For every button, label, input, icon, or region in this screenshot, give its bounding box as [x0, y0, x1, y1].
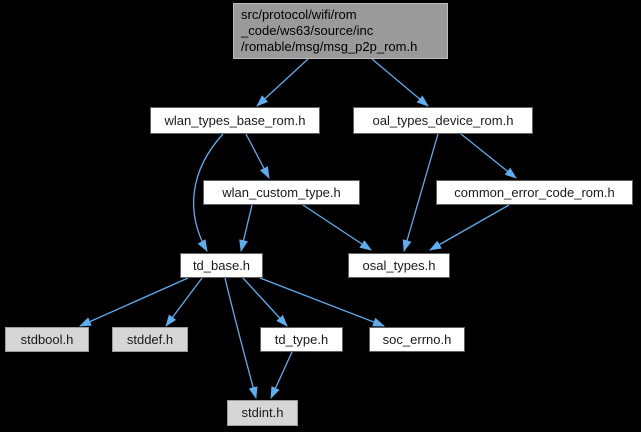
node-soc_errno[interactable]: soc_errno.h: [369, 327, 465, 352]
node-oal_types_device_rom[interactable]: oal_types_device_rom.h: [353, 107, 533, 134]
node-label: _code/ws63/source/inc: [241, 23, 374, 38]
node-label: stdint.h: [241, 405, 284, 420]
edge-msg_p2p_rom-to-wlan_types_base_rom: [256, 58, 309, 107]
node-label: wlan_custom_type.h: [222, 184, 341, 200]
node-common_error_code_rom[interactable]: common_error_code_rom.h: [436, 180, 633, 205]
edge-td_base-to-stdint: [224, 277, 258, 399]
node-wlan_types_base_rom[interactable]: wlan_types_base_rom.h: [150, 107, 320, 134]
node-label: stddef.h: [126, 331, 174, 347]
edge-common_error_code_rom-to-osal_types: [429, 204, 510, 251]
edge-td_base-to-soc_errno: [259, 277, 385, 327]
node-label: oal_types_device_rom.h: [372, 112, 514, 128]
node-stddef: stddef.h: [112, 327, 188, 352]
edge-td_base-to-stdbool: [79, 277, 189, 327]
edge-wlan_types_base_rom-to-wlan_custom_type: [245, 133, 270, 179]
node-label: td_base.h: [192, 257, 251, 273]
edge-oal_types_device_rom-to-osal_types: [402, 133, 439, 252]
node-wlan_custom_type[interactable]: wlan_custom_type.h: [203, 180, 360, 205]
edge-td_base-to-td_type: [242, 277, 288, 327]
node-label: wlan_types_base_rom.h: [164, 112, 306, 128]
node-label: td_type.h: [274, 331, 329, 347]
edge-td_type-to-stdint: [270, 351, 293, 399]
node-td_base[interactable]: td_base.h: [180, 253, 263, 278]
node-td_type[interactable]: td_type.h: [260, 327, 343, 352]
edge-wlan_custom_type-to-td_base: [239, 204, 253, 252]
node-msg_p2p_rom: src/protocol/wifi/rom_code/ws63/source/i…: [233, 3, 448, 59]
edge-msg_p2p_rom-to-oal_types_device_rom: [371, 58, 429, 107]
node-label: stdbool.h: [20, 331, 74, 347]
node-label: /romable/msg/msg_p2p_rom.h: [241, 39, 418, 54]
edge-wlan_types_base_rom-to-td_base: [192, 133, 224, 252]
node-stdint: stdint.h: [227, 400, 298, 426]
node-label: soc_errno.h: [382, 331, 452, 347]
node-osal_types[interactable]: osal_types.h: [348, 253, 450, 278]
edge-oal_types_device_rom-to-common_error_code_rom: [460, 133, 517, 179]
node-label: osal_types.h: [362, 257, 436, 273]
node-label: common_error_code_rom.h: [454, 184, 615, 200]
node-label: src/protocol/wifi/rom: [241, 7, 357, 22]
edge-td_base-to-stddef: [165, 277, 203, 327]
edge-wlan_custom_type-to-osal_types: [302, 204, 372, 251]
node-stdbool: stdbool.h: [5, 327, 89, 352]
